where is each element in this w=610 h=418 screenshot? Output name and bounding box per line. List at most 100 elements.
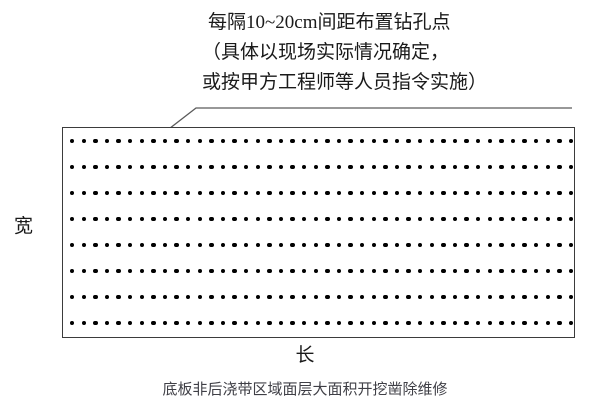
- drill-point-dot: [545, 190, 550, 196]
- drill-point-dot: [476, 242, 481, 248]
- drill-point-dot: [360, 294, 365, 300]
- drill-point-dot: [325, 294, 330, 300]
- drill-point-dot: [302, 190, 307, 196]
- drill-point-dot: [70, 294, 75, 300]
- drill-point-dot: [429, 320, 434, 326]
- drill-point-dot: [557, 164, 562, 170]
- drill-point-dot: [534, 242, 539, 248]
- drill-point-dot: [510, 268, 516, 274]
- drill-point-dot: [186, 242, 191, 248]
- drill-point-dot: [255, 242, 260, 248]
- drill-point-dot: [151, 320, 156, 326]
- drill-point-dot: [487, 164, 492, 170]
- drill-point-dot: [464, 216, 469, 222]
- drill-point-dot: [464, 164, 469, 170]
- slab-rectangle: [62, 127, 575, 338]
- drill-point-dot: [93, 138, 98, 144]
- drill-point-dot: [499, 242, 504, 248]
- drill-point-dot: [476, 164, 481, 170]
- drill-point-dot: [557, 216, 562, 222]
- drill-point-dot: [278, 138, 284, 144]
- drill-point-dot: [545, 138, 550, 144]
- drill-point-dot: [534, 320, 539, 326]
- drill-point-dot: [568, 242, 574, 248]
- drill-point-dot: [452, 216, 458, 222]
- drill-point-dot: [476, 138, 481, 144]
- drill-point-dot: [162, 190, 168, 196]
- drill-point-dot: [557, 138, 562, 144]
- drill-point-dot: [81, 268, 86, 274]
- drill-point-dot: [557, 190, 562, 196]
- drill-point-dot: [371, 268, 376, 274]
- drill-point-dot: [104, 164, 110, 170]
- drill-point-dot: [93, 320, 98, 326]
- drill-point-dot: [290, 242, 295, 248]
- drill-point-dot: [534, 138, 539, 144]
- drill-point-dot: [487, 268, 492, 274]
- drill-point-dot: [545, 294, 550, 300]
- drill-point-dot: [278, 190, 284, 196]
- drill-point-dot: [325, 320, 330, 326]
- drill-point-dot: [302, 320, 307, 326]
- drill-point-dot: [244, 164, 249, 170]
- drill-point-dot: [81, 190, 86, 196]
- drill-point-dot: [441, 320, 446, 326]
- drill-point-dot: [371, 294, 376, 300]
- drill-point-dot: [568, 268, 574, 274]
- drill-point-dot: [487, 294, 492, 300]
- drill-point-dot: [348, 190, 353, 196]
- drill-point-dot: [197, 216, 202, 222]
- drill-point-dot: [151, 268, 156, 274]
- drill-point-dot: [139, 216, 144, 222]
- drill-point-dot: [534, 268, 539, 274]
- drill-point-dot: [499, 138, 504, 144]
- drill-point-dot: [510, 138, 516, 144]
- drill-point-dot: [128, 320, 133, 326]
- drill-point-row: [63, 294, 574, 300]
- drill-point-dot: [360, 216, 365, 222]
- drill-point-dot: [568, 216, 574, 222]
- drill-point-dot: [348, 164, 353, 170]
- drill-point-dot: [255, 268, 260, 274]
- drill-point-dot: [186, 164, 191, 170]
- drill-point-dot: [255, 190, 260, 196]
- drill-point-dot: [104, 294, 110, 300]
- axis-label-length: 长: [295, 345, 315, 366]
- drill-point-dot: [70, 320, 75, 326]
- drill-point-dot: [174, 294, 179, 300]
- drill-point-dot: [429, 138, 434, 144]
- drill-point-dot: [336, 138, 342, 144]
- drill-point-dot: [394, 190, 400, 196]
- drill-point-dot: [209, 190, 214, 196]
- drill-point-dot: [244, 242, 249, 248]
- drill-point-dot: [464, 242, 469, 248]
- drill-point-dot: [371, 164, 376, 170]
- drill-point-dot: [267, 190, 272, 196]
- drill-point-dot: [406, 294, 411, 300]
- drill-point-dot: [360, 268, 365, 274]
- drill-point-dot: [174, 242, 179, 248]
- drill-point-dot: [510, 294, 516, 300]
- drill-point-dot: [568, 138, 574, 144]
- drill-point-dot: [441, 216, 446, 222]
- drill-point-dot: [209, 294, 214, 300]
- drill-point-dot: [244, 320, 249, 326]
- drill-point-dot: [139, 320, 144, 326]
- drill-point-dot: [464, 190, 469, 196]
- drill-point-dot: [313, 320, 318, 326]
- drill-point-dot: [418, 242, 423, 248]
- drill-point-dot: [128, 216, 133, 222]
- drill-point-dot: [336, 164, 342, 170]
- drill-point-dot: [302, 138, 307, 144]
- drill-point-dot: [545, 164, 550, 170]
- drill-point-dot: [116, 164, 121, 170]
- drill-point-dot: [267, 138, 272, 144]
- annotation-line-2: （具体以现场实际情况确定，: [202, 42, 450, 63]
- drill-point-dot: [186, 268, 191, 274]
- drill-point-dot: [360, 190, 365, 196]
- drill-point-grid: [63, 128, 574, 337]
- drill-point-dot: [139, 242, 144, 248]
- drill-point-row: [63, 138, 574, 144]
- drill-point-dot: [383, 320, 388, 326]
